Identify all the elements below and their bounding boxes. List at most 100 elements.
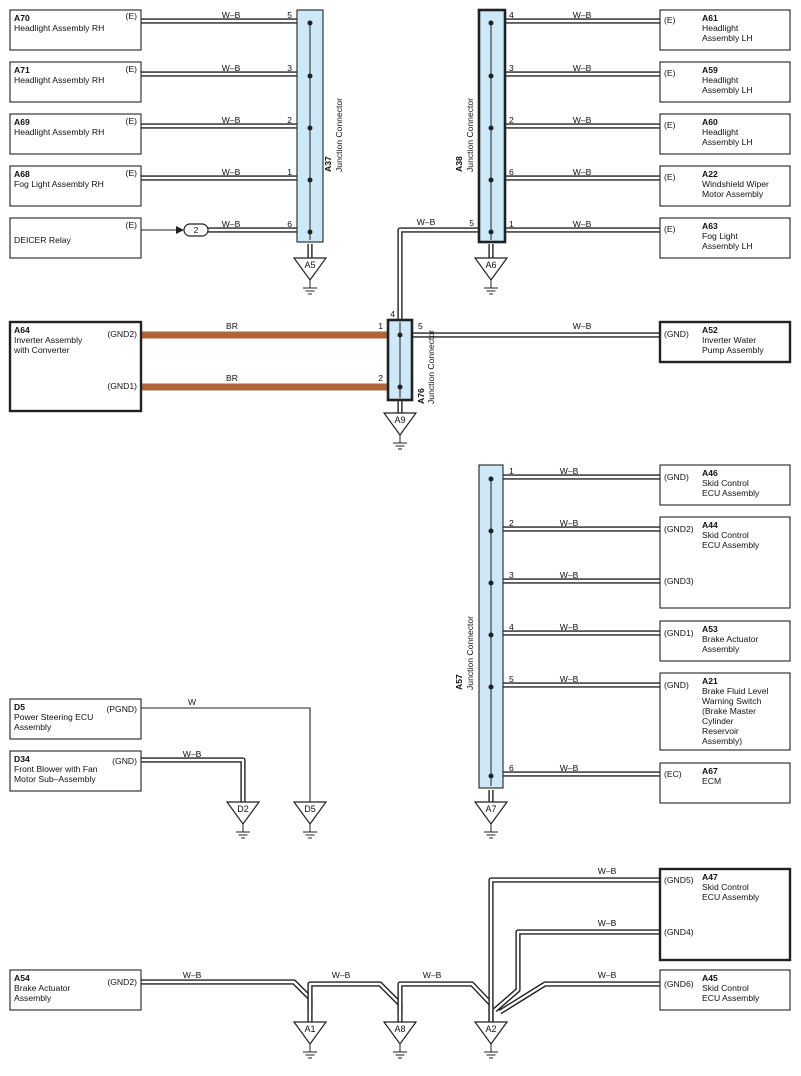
ground-symbol-a6: A6 [473,257,509,295]
ground-triangle [473,257,509,282]
component-a47-box [658,867,792,962]
junction-pin-number: 6 [509,763,514,773]
junction-a37-dot [307,20,313,26]
junction-a57-dot [488,580,494,586]
junction-pin-number: 2 [509,518,514,528]
wire-color-label: W–B [598,970,617,980]
component-a21-name-line: Reservoir [702,726,739,736]
component-d5-code: D5 [14,702,25,712]
junction-a76-code: A76 [416,388,426,404]
wire-a47-gnd4 [493,929,660,1012]
component-a61-code: A61 [702,13,718,23]
pin-label: (GND5) [664,875,694,885]
wire-color-label: W–B [560,622,579,632]
wire-color-label: W–B [332,970,351,980]
component-a69-name-line: Headlight Assembly RH [14,127,104,137]
component-a21-name-line: Cylinder [702,716,734,726]
pin-label: (E) [126,64,138,74]
wire-d34-gnd-inner [141,758,245,802]
wire-color-label: W–B [573,321,592,331]
wire-color-label: W–B [573,10,592,20]
component-a44-box [659,516,791,609]
junction-pin-number: 1 [509,219,514,229]
component-a47-name-line: Skid Control [702,882,749,892]
component-a46-code: A46 [702,468,718,478]
wire-a54-to-a1 [141,979,313,1022]
component-a52-code: A52 [702,325,718,335]
junction-pin-number: 4 [509,10,514,20]
wire-color-label: W–B [573,63,592,73]
pin-label: (E) [126,168,138,178]
junction-connector-a38 [477,8,507,244]
component-a22-name-line: Windshield Wiper [702,179,769,189]
wire-a54-to-a1-outer [141,979,313,1022]
ground-symbol-a2: A2 [473,1021,509,1059]
ground-label: A9 [394,415,405,425]
wire-color-label: W–B [573,167,592,177]
junction-a37-label: A37 [323,156,333,172]
component-a60-code: A60 [702,117,718,127]
component-a64-box [8,320,143,413]
component-a45-code: A45 [702,973,718,983]
junction-pin-number: 1 [287,167,292,177]
pin-label: (GND2) [107,977,137,987]
component-a60-name-line: Assembly LH [702,137,753,147]
component-a69-code: A69 [14,117,30,127]
junction-a57-name: Junction Connector [465,616,475,690]
component-a45-box [659,969,791,1011]
ground-label: A2 [485,1024,496,1034]
wire-a1-to-a8 [307,981,403,1022]
junction-a37-code: A37 [323,156,333,172]
wire-a47-gnd5-inner [489,878,660,1022]
pin-label: (GND) [112,756,137,766]
junction-a37-dot [307,125,313,131]
junction-a57-dot [488,773,494,779]
wire-a8-to-a2-inner [398,982,493,1022]
ground-triangle [292,801,328,826]
pin-label: (E) [664,120,676,130]
component-d34-name-line: Front Blower with Fan [14,764,98,774]
pin-label: (EC) [664,769,682,779]
ground-triangle [473,801,509,826]
splice-arrow-icon [176,226,184,234]
junction-a38-name: Junction Connector [465,98,475,172]
junction-a57-dot [488,528,494,534]
wire-a54-to-a1-inner [141,980,312,1022]
ground-symbol-d2: D2 [225,801,261,839]
wire-a47-gnd4-inner [494,930,660,1011]
pin-label: (GND1) [664,628,694,638]
ground-symbol-a8: A8 [382,1021,418,1059]
wire-a8-to-a2 [397,981,494,1022]
wire-color-label: W–B [560,674,579,684]
component-a22-name-line: Motor Assembly [702,189,764,199]
junction-a38-dot [488,229,494,235]
ground-label: A8 [394,1024,405,1034]
component-a64-name-line: with Converter [13,345,70,355]
component-a22-code: A22 [702,169,718,179]
wire-a1-to-a8-inner [308,982,402,1022]
junction-a38-pin-5: 5 [469,218,474,228]
junction-a38-dot [488,20,494,26]
pin-label: (GND4) [664,927,694,937]
component-a46-name-line: Skid Control [702,478,749,488]
component-a64-code: A64 [14,325,30,335]
component-a60-name-line: Headlight [702,127,739,137]
component-a21-name-line: (Brake Master [702,706,756,716]
component-a44-name-line: ECU Assembly [702,540,760,550]
pin-label: (GND) [664,329,689,339]
component-a71-box [9,61,142,103]
component-a61-name-line: Assembly LH [702,33,753,43]
component-a63-name-line: Fog Light [702,231,738,241]
wire-color-label: W–B [222,10,241,20]
junction-a76-name: Junction Connector [426,330,436,404]
component-d5-box [9,698,142,740]
wire-color-label: W–B [598,866,617,876]
junction-pin-number: 4 [509,622,514,632]
component-a44-name-line: Skid Control [702,530,749,540]
wire-color-label: W–B [423,970,442,980]
ground-label: D5 [304,804,316,814]
wire-d34-gnd-outer [141,757,246,802]
component-a54-name-line: Assembly [14,993,52,1003]
ground-symbol-a9: A9 [382,412,418,450]
